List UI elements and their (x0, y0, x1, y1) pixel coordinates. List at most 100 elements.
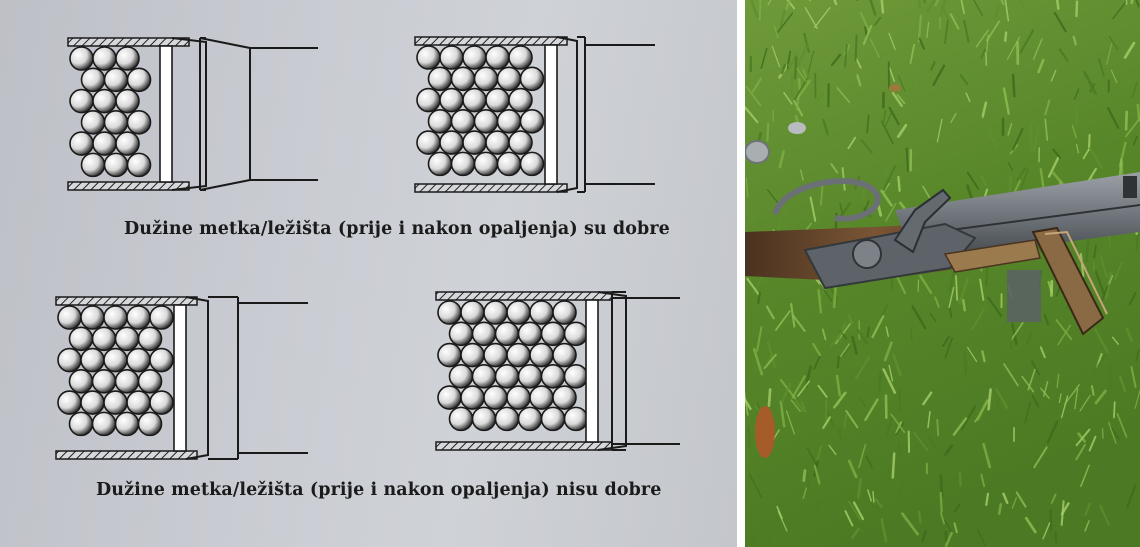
cartridge-diagram-good-after (415, 37, 655, 192)
shot-pellet (509, 131, 532, 154)
case-wall-top (56, 297, 197, 305)
shot-pellet (429, 152, 452, 175)
shot-pellet (507, 301, 530, 324)
cartridge-diagram-good-before (68, 38, 318, 190)
shot-pellet (70, 132, 93, 155)
shot-pellet (70, 327, 93, 350)
shot-pellet (82, 153, 105, 176)
shot-pellet (417, 131, 440, 154)
shot-pellet (484, 301, 507, 324)
shot-pellet (139, 412, 162, 435)
shot-pellet (440, 131, 463, 154)
shot-pellet (128, 68, 151, 91)
shot-pellet (116, 370, 139, 393)
shot-pellet (93, 370, 116, 393)
shot-pellet (530, 386, 553, 409)
case-wall-top (68, 38, 189, 46)
shot-pellet (417, 89, 440, 112)
shot-pellet (496, 407, 519, 430)
shot-pellet (70, 47, 93, 70)
shot-pellet (128, 111, 151, 134)
shot-pellet (440, 89, 463, 112)
over-shot-wad (174, 305, 186, 451)
over-shot-wad (545, 45, 557, 184)
shot-pellet (438, 386, 461, 409)
shot-pellet (139, 327, 162, 350)
shot-pellet (553, 301, 576, 324)
shot-pellet (473, 322, 496, 345)
shot-pellet (521, 152, 544, 175)
shot-pellet (475, 67, 498, 90)
shot-pellet (496, 365, 519, 388)
shot-pellet (461, 344, 484, 367)
shotgun-on-grass-photo (745, 0, 1140, 547)
shot-pellet (530, 301, 553, 324)
fallen-leaf (755, 406, 775, 458)
shot-pellet (93, 47, 116, 70)
shot-pellet (116, 47, 139, 70)
shot-pellet (450, 365, 473, 388)
shot-pellet (93, 90, 116, 113)
case-wall-bottom (56, 451, 197, 459)
shot-pellet (519, 322, 542, 345)
shot-pellet (429, 67, 452, 90)
shot-pellet (509, 46, 532, 69)
hammer (853, 240, 881, 268)
cartridge-diagram-bad-after (436, 292, 680, 450)
shot-pellet (150, 349, 173, 372)
shot-pellet (116, 90, 139, 113)
shot-pellet (93, 412, 116, 435)
shot-pellet (565, 407, 588, 430)
shot-pellet (127, 349, 150, 372)
shot-pellet (484, 344, 507, 367)
shot-pellet (542, 322, 565, 345)
shot-pellet (116, 132, 139, 155)
shot-pellet (486, 89, 509, 112)
shot-pellet (127, 391, 150, 414)
shot-pellet (104, 391, 127, 414)
shot-pellet (463, 46, 486, 69)
shot-pellet (139, 370, 162, 393)
caption-bad: Dužine metka/ležišta (prije i nakon opal… (96, 480, 662, 500)
cartridge-diagram-bad-before (56, 297, 308, 459)
shot-pellet (70, 412, 93, 435)
shot-pellet (70, 90, 93, 113)
shot-pellet (105, 111, 128, 134)
shot-pellet (542, 365, 565, 388)
shot-pellet (498, 67, 521, 90)
shot-pellet (81, 391, 104, 414)
shot-pellet (127, 306, 150, 329)
shot-pellet (58, 391, 81, 414)
shot-pellet (463, 89, 486, 112)
shot-pellet (429, 110, 452, 133)
spent-case (788, 122, 806, 134)
shot-pellet (93, 327, 116, 350)
shot-pellet (150, 391, 173, 414)
shot-pellet (521, 110, 544, 133)
book-page-photo: Dužine metka/ležišta (prije i nakon opal… (0, 0, 737, 547)
case-wall-top (415, 37, 567, 45)
shot-pellet (461, 386, 484, 409)
shot-pellet (519, 365, 542, 388)
shot-pellet (450, 322, 473, 345)
shot-pellet (104, 306, 127, 329)
shot-pellet (484, 386, 507, 409)
shot-pellet (473, 365, 496, 388)
case-wall-bottom (415, 184, 567, 192)
shot-pellet (70, 370, 93, 393)
over-shot-wad (160, 46, 172, 182)
shot-pellet (450, 407, 473, 430)
shot-pellet (461, 301, 484, 324)
shot-pellet (565, 365, 588, 388)
spent-case (745, 141, 769, 163)
shot-pellet (507, 344, 530, 367)
shot-pellet (473, 407, 496, 430)
shot-pellet (507, 386, 530, 409)
shot-pellet (417, 46, 440, 69)
shot-pellet (553, 344, 576, 367)
shot-pellet (105, 153, 128, 176)
shot-pellet (475, 110, 498, 133)
shot-pellet (542, 407, 565, 430)
shot-pellet (58, 349, 81, 372)
shot-pellet (553, 386, 576, 409)
